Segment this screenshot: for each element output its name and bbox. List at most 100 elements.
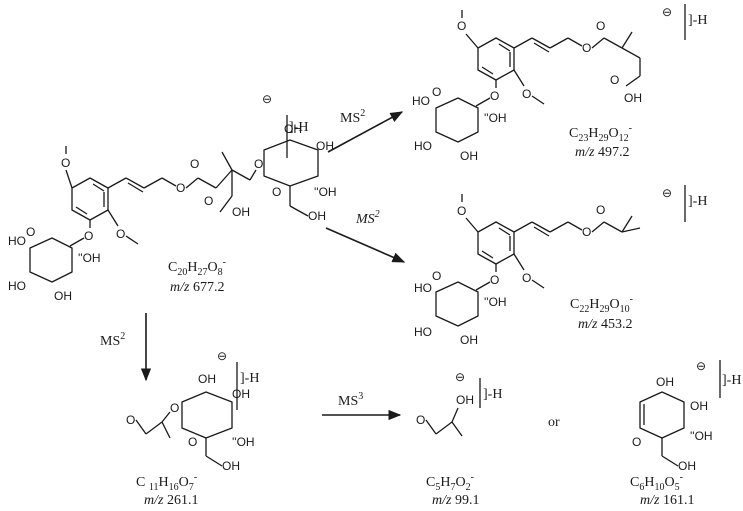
or-label: or <box>548 415 560 430</box>
atom-oh: OH <box>656 375 674 389</box>
frag261-bracket: ⊖ ]-H <box>217 349 259 410</box>
atom-o: O <box>596 19 605 33</box>
atom-o: O <box>416 413 425 427</box>
atom-oh: OH <box>460 149 478 163</box>
atom-o: O <box>457 19 466 33</box>
atom-o: O <box>84 229 93 243</box>
bracket-label: ]-H <box>483 387 502 402</box>
frag453-structure: O O O O O HO ''OH HO OH O <box>414 194 641 347</box>
parent-structure: O O O O O OH O OH OH ''OH O OH <box>8 122 337 303</box>
atom-oh: HO <box>8 279 26 293</box>
frag261-structure: O O OH OH ''OH O OH <box>126 372 255 473</box>
bracket-label: ]-H <box>722 373 741 388</box>
formula-text: C22H29O10- <box>570 294 633 315</box>
atom-oh: OH <box>284 122 302 136</box>
mz-text: m/z 161.1 <box>640 493 694 508</box>
atom-o: O <box>432 269 441 283</box>
mz-text: m/z 677.2 <box>170 280 224 295</box>
atom-oh: OH <box>232 205 250 219</box>
atom-oh: OH <box>308 209 326 223</box>
frag497-formula: C23H29O12- m/z 497.2 <box>569 123 632 160</box>
atom-o: O <box>596 203 605 217</box>
frag99-formula: C5H7O2- m/z 99.1 <box>426 472 479 508</box>
atom-oh: OH <box>198 372 216 386</box>
frag99-structure: O OH <box>416 393 474 437</box>
frag453-formula: C22H29O10- m/z 453.2 <box>570 294 633 332</box>
atom-oh: OH <box>222 459 240 473</box>
atom-o: O <box>176 181 185 195</box>
atom-oh: OH <box>678 459 696 473</box>
atom-o: O <box>204 194 213 208</box>
parent-formula: C20H27O8- m/z 677.2 <box>168 257 226 295</box>
ms-label: MS2 <box>355 209 380 227</box>
atom-oh: HO <box>8 234 26 248</box>
atom-o: O <box>522 271 531 285</box>
frag453-bracket: ⊖ ]-H <box>662 185 707 222</box>
atom-o: O <box>522 87 531 101</box>
atom-o: O <box>254 157 263 171</box>
atom-o: O <box>190 157 199 171</box>
atom-oh: ''OH <box>232 435 255 449</box>
atom-oh: ''OH <box>78 251 101 265</box>
atom-oh: OH <box>456 393 474 407</box>
atom-o: O <box>632 435 641 449</box>
atom-oh: ''OH <box>484 295 507 309</box>
atom-oh: OH <box>624 91 642 105</box>
atom-oh: ''OH <box>314 185 337 199</box>
atom-o: O <box>188 435 197 449</box>
formula-text: C6H10O5- <box>630 472 683 493</box>
frag161-structure: O OH OH ''OH OH <box>632 375 713 473</box>
charge-icon: ⊖ <box>662 5 672 19</box>
atom-oh: OH <box>316 139 334 153</box>
charge-icon: ⊖ <box>662 186 672 200</box>
atom-oh: HO <box>414 325 432 339</box>
arrow-to-453 <box>325 227 406 263</box>
ms-label: MS2 <box>340 108 365 126</box>
bracket-label: ]-H <box>289 120 308 135</box>
atom-oh: OH <box>232 387 250 401</box>
ms-label: MS2 <box>100 331 125 349</box>
bracket-label: ]-H <box>240 371 259 386</box>
mz-text: m/z 453.2 <box>578 317 632 332</box>
atom-o: O <box>26 225 35 239</box>
charge-icon: ⊖ <box>217 349 227 363</box>
mz-text: m/z 261.1 <box>144 493 198 508</box>
atom-o: O <box>126 413 135 427</box>
formula-text: C 11H16O7- <box>136 472 197 493</box>
mz-text: m/z 99.1 <box>432 493 479 508</box>
atom-o: O <box>457 204 466 218</box>
atom-oh: HO <box>414 139 432 153</box>
formula-text: C20H27O8- <box>168 257 226 278</box>
atom-o: O <box>490 89 499 103</box>
parent-bracket: ⊖ ]-H <box>262 92 308 158</box>
atom-oh: HO <box>412 94 430 108</box>
frag161-formula: C6H10O5- m/z 161.1 <box>630 472 694 508</box>
frag497-structure: O O O O O OH O HO ''OH HO OH O <box>412 10 642 163</box>
atom-o: O <box>432 85 441 99</box>
formula-text: C23H29O12- <box>569 123 632 144</box>
bracket-label: ]-H <box>688 13 707 28</box>
atom-oh: HO <box>414 281 432 295</box>
atom-oh: OH <box>690 399 708 413</box>
mz-text: m/z 497.2 <box>575 145 629 160</box>
atom-o: O <box>490 273 499 287</box>
frag497-bracket: ⊖ ]-H <box>662 4 707 40</box>
bracket-label: ]-H <box>688 194 707 209</box>
atom-oh: OH <box>460 333 478 347</box>
atom-o: O <box>610 73 619 87</box>
atom-o: O <box>170 401 179 415</box>
frag261-formula: C 11H16O7- m/z 261.1 <box>136 472 198 508</box>
charge-icon: ⊖ <box>455 370 465 384</box>
atom-o: O <box>582 225 591 239</box>
frag99-bracket: ⊖ ]-H <box>455 370 502 408</box>
frag161-bracket: ⊖ ]-H <box>696 359 741 398</box>
atom-o: O <box>116 227 125 241</box>
charge-icon: ⊖ <box>696 359 706 373</box>
atom-oh: ''OH <box>690 429 713 443</box>
arrow-to-497 <box>327 111 404 153</box>
atom-o: O <box>61 156 70 170</box>
formula-text: C5H7O2- <box>426 472 474 493</box>
atom-o: O <box>582 41 591 55</box>
atom-oh: ''OH <box>484 111 507 125</box>
